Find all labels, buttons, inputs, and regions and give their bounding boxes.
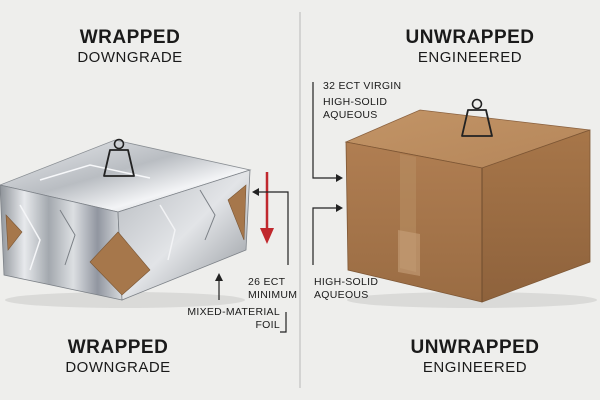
coating-label-bottom: HIGH-SOLID AQUEOUS [314,276,379,302]
right-top-heading: UNWRAPPED [405,27,535,48]
left-bottom-subheading: DOWNGRADE [65,359,171,376]
right-bottom-subheading: ENGINEERED [422,359,528,376]
coating-label-top: HIGH-SOLID AQUEOUS [323,96,388,122]
foil-wrapped-box [0,139,252,308]
left-bottom-heading: WRAPPED [67,337,169,358]
cardboard-box [344,109,597,308]
left-top-subheading: DOWNGRADE [77,49,183,66]
weight-icon [103,138,135,177]
right-bottom-header: UNWRAPPED ENGINEERED [380,338,570,375]
right-bottom-heading: UNWRAPPED [410,337,540,358]
weight-icon [461,98,493,137]
left-bottom-header: WRAPPED DOWNGRADE [28,338,208,375]
pointer-arrow-icon [312,82,343,265]
material-label: MIXED-MATERIAL FOIL [187,306,280,332]
right-top-subheading: ENGINEERED [417,49,523,66]
left-top-header: WRAPPED DOWNGRADE [40,28,220,65]
right-top-header: UNWRAPPED ENGINEERED [375,28,565,65]
pointer-arrow-icon [215,188,289,333]
ect-32-label: 32 ECT VIRGIN [323,80,402,92]
ect-26-label: 26 ECT MINIMUM [248,276,298,302]
down-arrow-icon [260,172,274,244]
left-top-heading: WRAPPED [79,27,181,48]
